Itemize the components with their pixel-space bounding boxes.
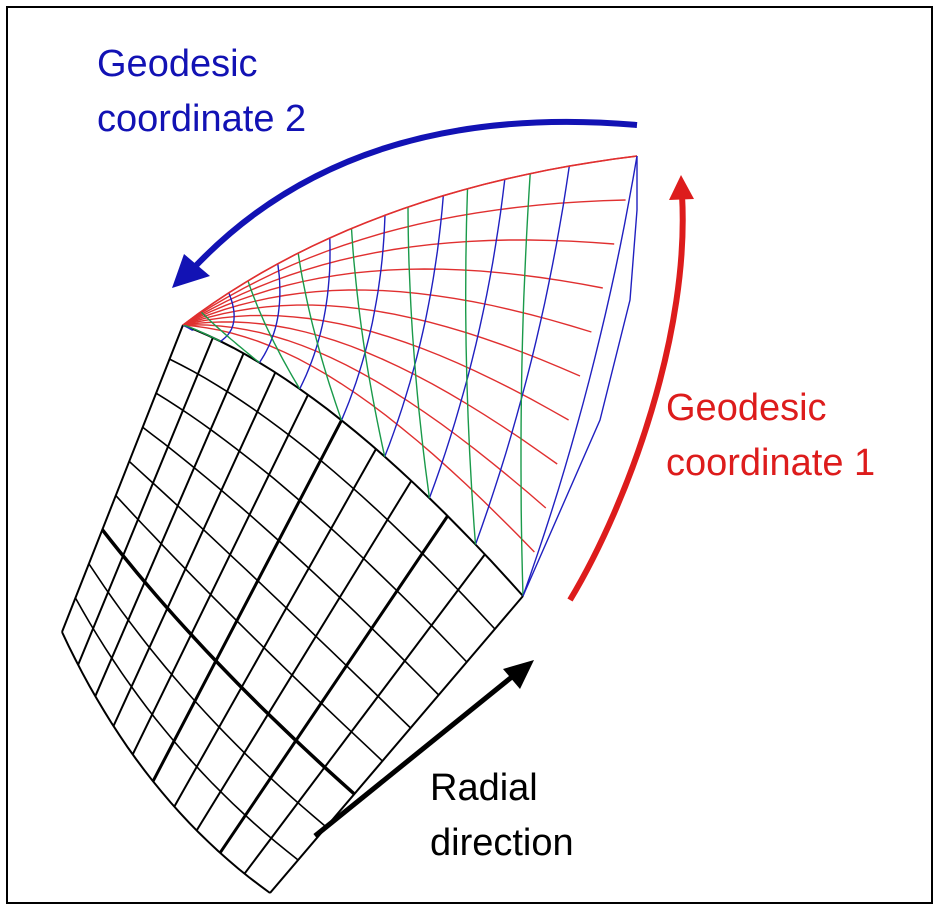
- geodesic-coordinate-1-arrow: [567, 175, 694, 602]
- radial-grid-line: [131, 394, 309, 755]
- geodesic-1-grid-line: [182, 324, 535, 553]
- shear-grid-line: [407, 207, 431, 499]
- arc-grid-line: [74, 597, 299, 861]
- radial-grid-line: [269, 595, 524, 894]
- radial-grid-line: [173, 448, 377, 808]
- shear-grid-line: [247, 280, 301, 390]
- shear-grid-line: [297, 252, 343, 421]
- geodesic-1-grid-line: [182, 304, 581, 377]
- arc-grid-line: [100, 528, 356, 796]
- region-right-boundary: [522, 156, 638, 597]
- geodesic-1-grid-line: [182, 239, 615, 326]
- geodesic-2-grid-line: [182, 324, 194, 331]
- geodesic-1-grid-line: [182, 199, 626, 326]
- arc-grid-line: [61, 631, 271, 894]
- arc-grid-line: [155, 392, 468, 663]
- radial-grid-line: [112, 372, 277, 727]
- shear-grid-line: [200, 311, 260, 364]
- shear-grid-line: [465, 188, 477, 545]
- radial-direction-arrow: [313, 660, 534, 838]
- arc-grid-line: [88, 563, 327, 828]
- radial-grid-line: [61, 324, 184, 633]
- geodesic-1-grid-line: [182, 321, 558, 465]
- radial-grid-line: [243, 553, 486, 875]
- arc-grid-line: [128, 460, 412, 729]
- shear-grid-line: [520, 173, 531, 597]
- mesh-grid: [61, 155, 638, 894]
- shear-grid-line: [350, 228, 386, 457]
- geodesic-coordinate-1-label-line1: Geodesic: [666, 387, 827, 429]
- arc-grid-line: [115, 495, 383, 762]
- geodesic-1-grid-line: [182, 289, 592, 333]
- radial-grid-line: [94, 353, 245, 697]
- radial-direction-label-line1: Radial: [430, 767, 538, 809]
- radial-grid-line: [151, 419, 343, 782]
- geodesic-coordinate-1-label-line2: coordinate 1: [666, 442, 875, 484]
- radial-direction-label-line2: direction: [430, 822, 574, 864]
- arc-grid-line: [169, 358, 496, 630]
- geodesic-2-grid-line: [384, 195, 444, 457]
- shear-grid-line: [182, 324, 221, 342]
- geodesic-coordinate-2-label-line1: Geodesic: [97, 43, 258, 85]
- geodesic-2-grid-line: [474, 165, 570, 545]
- geodesic-1-grid-line: [182, 324, 547, 509]
- geodesic-2-grid-line: [299, 237, 331, 390]
- geodesic-1-grid-line: [182, 268, 603, 326]
- arc-grid-line: [142, 426, 440, 696]
- radial-grid-line: [77, 337, 214, 666]
- geodesic-2-grid-line: [522, 155, 638, 597]
- radial-grid-line: [218, 515, 449, 854]
- region-top-boundary: [182, 155, 638, 326]
- geodesic-1-grid-line: [182, 314, 569, 421]
- geodesic-coordinate-2-arrow: [172, 118, 638, 288]
- geodesic-coordinate-2-label-line2: coordinate 2: [97, 98, 306, 140]
- radial-grid-line: [195, 480, 413, 831]
- geodesic-2-grid-line: [258, 263, 281, 363]
- geodesic-2-grid-line: [428, 179, 506, 499]
- geodesic-2-grid-line: [340, 215, 386, 421]
